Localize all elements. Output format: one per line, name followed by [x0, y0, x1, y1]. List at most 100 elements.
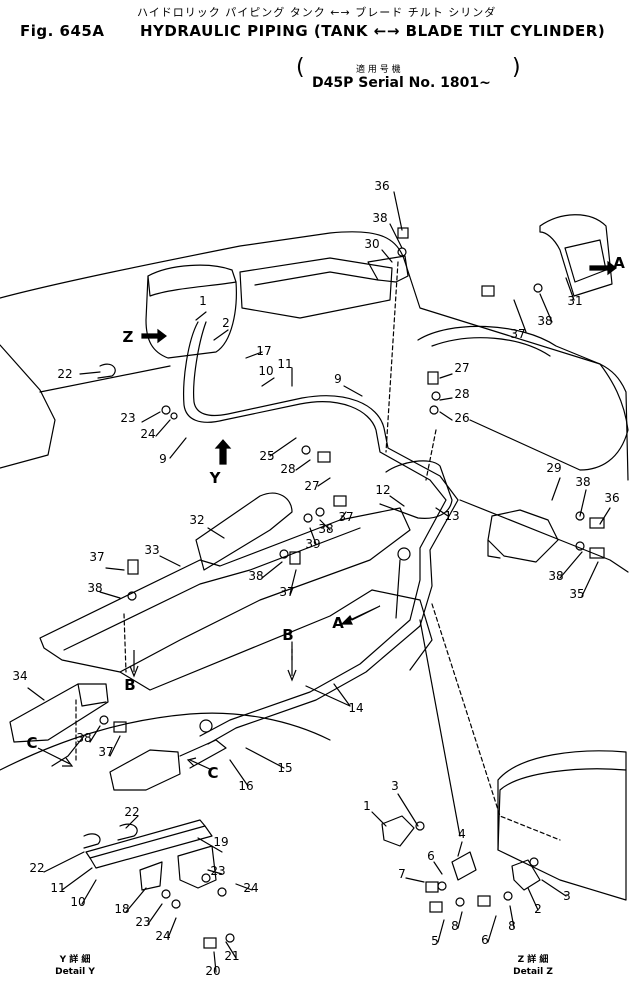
part-callout-37: 37: [89, 550, 104, 564]
arm-33-inner: [63, 527, 361, 651]
part-callout-27: 27: [454, 361, 469, 375]
part-callout-30: 30: [364, 237, 379, 251]
frame-outline-upper: [0, 231, 629, 481]
hardware: [99, 227, 605, 949]
view-arrow-a-top: [589, 260, 617, 276]
view-letter-b: B: [124, 676, 135, 694]
frame-bottom-curve: [0, 712, 331, 771]
view-letter-b: B: [282, 626, 293, 644]
part-callout-3: 3: [391, 779, 399, 793]
seal-3-z2: [529, 857, 539, 867]
bolt-20: [203, 937, 217, 949]
frame-outline-left: [0, 344, 56, 469]
washer-38-mid: [279, 549, 289, 559]
bolt-27-lower: [317, 451, 331, 463]
leader-lines: [27, 191, 611, 973]
view-arrow-y: [214, 439, 232, 465]
plate-19-edge: [85, 819, 206, 859]
frame-lower-right: [371, 589, 433, 671]
part-callout-19: 19: [213, 835, 228, 849]
part-34-face: [77, 683, 107, 707]
bolt-36-right: [589, 517, 605, 529]
part-callout-28: 28: [280, 462, 295, 476]
view-arrow-b-mid: [287, 646, 297, 682]
part-callout-10: 10: [70, 895, 85, 909]
part-callout-38: 38: [575, 475, 590, 489]
part-callout-37: 37: [338, 510, 353, 524]
part-callout-8: 8: [451, 919, 459, 933]
frame-top-box: [239, 257, 393, 319]
part-callout-36: 36: [604, 491, 619, 505]
washer-38-upper: [533, 283, 543, 293]
washer-38-left: [127, 591, 137, 601]
part-callout-18: 18: [114, 902, 129, 916]
clip-22b: [117, 823, 138, 841]
part-callout-14: 14: [348, 701, 363, 715]
frame-right-lower: [459, 499, 629, 573]
fitting-2-z: [511, 859, 541, 891]
part-callout-35: 35: [569, 587, 584, 601]
bolt-37-upper: [333, 495, 347, 507]
detail-label: Detail Y: [55, 967, 95, 977]
washer-28-top: [431, 391, 441, 401]
part-callout-23: 23: [120, 411, 135, 425]
washer-38-right: [575, 511, 585, 521]
view-arrow-b-left: [129, 650, 139, 678]
part-callout-37: 37: [279, 585, 294, 599]
nut-24-y: [217, 887, 227, 897]
view-arrow-z: [141, 328, 167, 344]
clip-22c: [97, 363, 116, 379]
part-callout-23: 23: [135, 915, 150, 929]
part-callout-29: 29: [546, 461, 561, 475]
part-callout-24: 24: [243, 881, 258, 895]
fitting-1-z: [381, 815, 415, 847]
washer-38-right-lower: [575, 541, 585, 551]
header-kana: ハイドロリック パイピング タンク ←→ ブレード チルト シリンダ: [137, 6, 497, 19]
bolt-37-mid: [289, 551, 301, 565]
part-callout-2: 2: [534, 902, 542, 916]
fender-right-inner: [431, 337, 551, 357]
part-callout-21: 21: [224, 949, 239, 963]
part-callout-39: 39: [305, 537, 320, 551]
bracket-29-rod: [487, 539, 501, 559]
washer-38-top: [397, 247, 407, 257]
part-callout-3: 3: [563, 889, 571, 903]
washer-8-c: [503, 891, 513, 901]
part-callout-38: 38: [318, 522, 333, 536]
view-letter-a: A: [613, 254, 625, 272]
view-letter-c: C: [207, 764, 218, 782]
washer-8-b: [455, 897, 465, 907]
part-callout-1: 1: [363, 799, 371, 813]
cover-31: [539, 214, 613, 297]
part-callout-22: 22: [57, 367, 72, 381]
pipe-9-a: [183, 321, 447, 737]
washer-23: [161, 405, 171, 415]
part-callout-38: 38: [87, 581, 102, 595]
view-arrows: [37, 260, 617, 771]
bolt-27-top: [427, 371, 439, 385]
cover-31-rim: [564, 239, 607, 283]
part-callout-13: 13: [444, 509, 459, 523]
view-letter-a: A: [332, 614, 344, 632]
part-callout-17: 17: [256, 344, 271, 358]
detail-label: Detail Z: [513, 967, 553, 977]
line-art: [0, 191, 629, 973]
part-callout-26: 26: [454, 411, 469, 425]
frame-edge: [39, 365, 171, 393]
view-arrow-c-mid: [186, 757, 213, 771]
seal-26: [429, 405, 439, 415]
nut-24-y2: [171, 899, 181, 909]
part-callout-34: 34: [12, 669, 27, 683]
washer-39: [303, 513, 313, 523]
bolt-37-top: [481, 285, 495, 297]
detail-label-jp: Y 詳 細: [59, 953, 91, 965]
part-callout-6: 6: [427, 849, 435, 863]
part-callout-38: 38: [537, 314, 552, 328]
part-callout-32: 32: [189, 513, 204, 527]
bracket-30: [367, 255, 409, 283]
washer-8-a: [437, 881, 447, 891]
fender-right: [417, 325, 629, 471]
part-callout-10: 10: [258, 364, 273, 378]
cylinder-13: [379, 460, 453, 519]
